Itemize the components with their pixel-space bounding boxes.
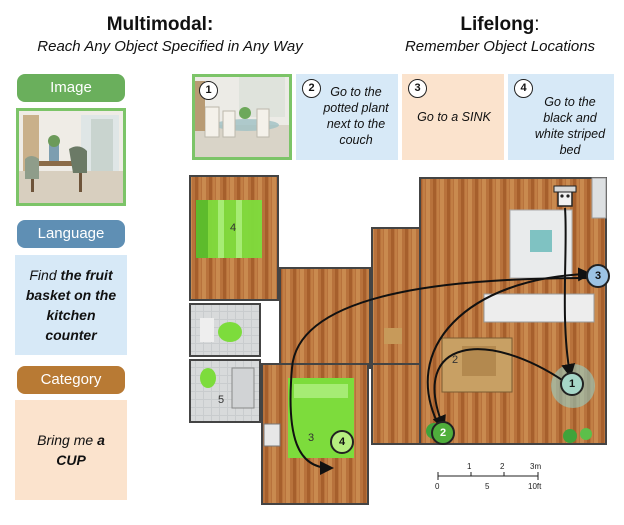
room-number-5: 5 xyxy=(218,394,225,406)
scale-label-0ft: 0 xyxy=(435,482,440,491)
task-4-text: Go to the black and white striped bed xyxy=(534,95,606,157)
dining-room-illustration xyxy=(19,111,123,203)
task-2-text: Go to the potted plant next to the couch xyxy=(323,85,389,147)
category-text-prefix: Bring me xyxy=(37,432,98,448)
category-label: Category xyxy=(17,366,125,394)
room-number-2: 2 xyxy=(452,354,459,366)
lifelong-title-text: Lifelong xyxy=(460,14,535,35)
scale-label-10ft: 10ft xyxy=(528,482,542,491)
task-3-text: Go to a SINK xyxy=(417,110,491,124)
map-marker-4: 4 xyxy=(330,430,354,454)
task-4-number: 4 xyxy=(514,79,533,98)
room-number-4: 4 xyxy=(230,222,237,234)
category-instruction: Bring me a CUP xyxy=(15,400,127,500)
map-marker-2: 2 xyxy=(431,421,455,445)
task-2-number: 2 xyxy=(302,79,321,98)
floor-plan-map: 4 5 3 2 1 2 3 4 1 2 3m 0 5 10ft xyxy=(188,168,614,508)
task-1-number: 1 xyxy=(199,81,218,100)
task-1-dining-illustration xyxy=(195,77,289,157)
task-3-card: 3 Go to a SINK xyxy=(402,74,504,160)
task-1-image: 1 xyxy=(192,74,292,160)
lifelong-subtitle: Remember Object Locations xyxy=(404,38,596,55)
language-label: Language xyxy=(17,220,125,248)
language-text-object: the fruit basket on the kitchen counter xyxy=(25,267,117,343)
map-marker-3: 3 xyxy=(586,264,610,288)
scale-label-1m: 1 xyxy=(467,462,472,471)
task-3-number: 3 xyxy=(408,79,427,98)
lifelong-title-colon: : xyxy=(534,14,540,35)
language-text-prefix: Find xyxy=(29,267,61,283)
multimodal-subtitle: Reach Any Object Specified in Any Way xyxy=(37,38,303,55)
room-number-3: 3 xyxy=(308,432,315,444)
language-instruction: Find the fruit basket on the kitchen cou… xyxy=(15,255,127,355)
map-marker-1: 1 xyxy=(560,372,584,396)
task-2-card: 2 Go to the potted plant next to the cou… xyxy=(296,74,398,160)
floor-plan-svg xyxy=(189,175,607,505)
scale-label-3m: 3m xyxy=(530,462,542,471)
lifelong-title: Lifelong: xyxy=(400,14,600,36)
scale-label-5ft: 5 xyxy=(485,482,490,491)
multimodal-title: Multimodal: xyxy=(106,14,214,35)
image-label: Image xyxy=(17,74,125,102)
task-4-card: 4 Go to the black and white striped bed xyxy=(508,74,614,160)
dining-room-image xyxy=(16,108,126,206)
category-text-object: a CUP xyxy=(56,432,105,468)
scale-label-2m: 2 xyxy=(500,462,505,471)
